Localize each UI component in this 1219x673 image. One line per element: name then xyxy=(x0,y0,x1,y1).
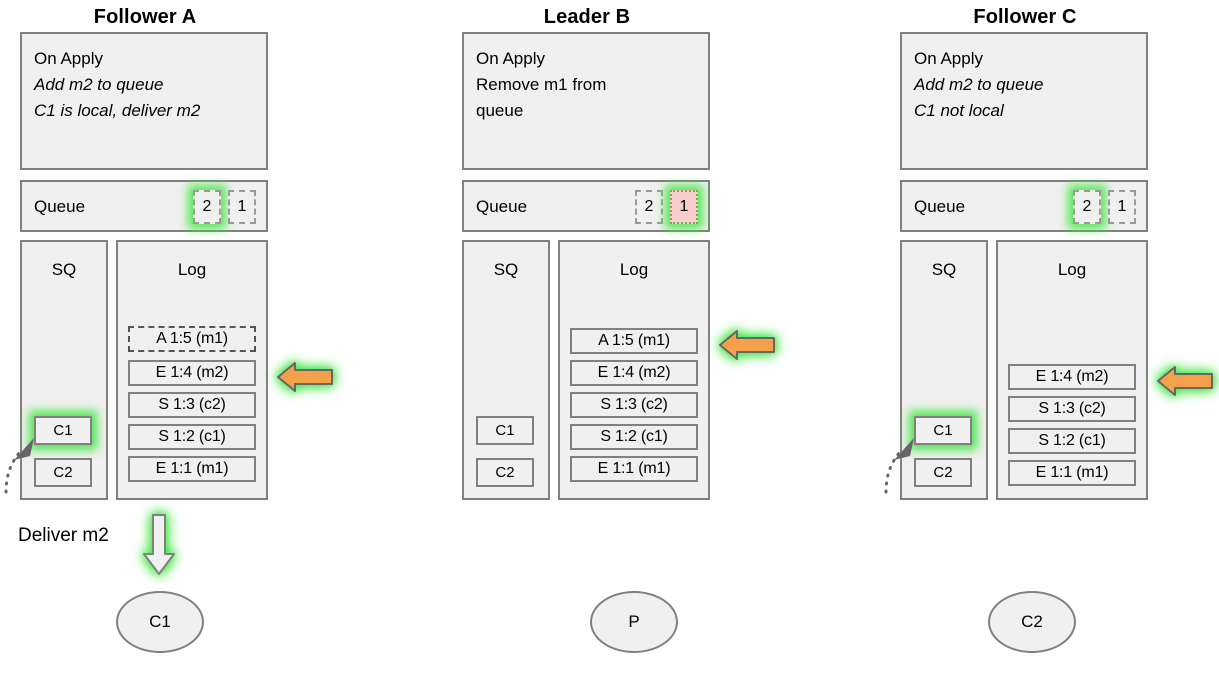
apply-pointer-arrow-icon xyxy=(277,362,333,392)
log-entry[interactable]: S 1:3 (c2) xyxy=(128,392,256,418)
on-apply-panel: On Apply Remove m1 from queue xyxy=(462,32,710,170)
queue-label: Queue xyxy=(476,197,528,216)
log-entry[interactable]: S 1:3 (c2) xyxy=(1008,396,1136,422)
on-apply-line: C1 is local, deliver m2 xyxy=(34,101,201,120)
queue-slot[interactable]: 2 xyxy=(193,190,221,224)
deliver-arrow-icon xyxy=(143,514,175,575)
sq-chip-c1[interactable]: C1 xyxy=(34,416,92,445)
sq-title: SQ xyxy=(51,260,77,279)
client-node[interactable]: P xyxy=(590,591,678,653)
queue-slots: 2 1 xyxy=(193,190,256,224)
queue-slots: 2 1 xyxy=(635,190,698,224)
on-apply-line: Add m2 to queue xyxy=(34,75,164,94)
sq-chip-c1[interactable]: C1 xyxy=(914,416,972,445)
column-follower-a: Follower A On Apply Add m2 to queue C1 i… xyxy=(0,0,333,673)
queue-panel: Queue 2 1 xyxy=(20,180,268,232)
queue-label: Queue xyxy=(34,197,86,216)
column-title: Leader B xyxy=(543,6,631,28)
sq-chip-c2[interactable]: C2 xyxy=(476,458,534,487)
log-entry[interactable]: S 1:2 (c1) xyxy=(1008,428,1136,454)
queue-slot[interactable]: 2 xyxy=(1073,190,1101,224)
queue-slot[interactable]: 1 xyxy=(228,190,256,224)
log-entry[interactable]: E 1:1 (m1) xyxy=(128,456,256,482)
on-apply-panel: On Apply Add m2 to queue C1 not local xyxy=(900,32,1148,170)
sq-chip-c2[interactable]: C2 xyxy=(914,458,972,487)
column-leader-b: Leader B On Apply Remove m1 from queue Q… xyxy=(442,0,775,673)
log-entry[interactable]: E 1:1 (m1) xyxy=(570,456,698,482)
on-apply-header: On Apply xyxy=(914,49,983,68)
log-entry[interactable]: S 1:2 (c1) xyxy=(570,424,698,450)
on-apply-line: Add m2 to queue xyxy=(914,75,1044,94)
log-entry[interactable]: A 1:5 (m1) xyxy=(128,326,256,352)
apply-pointer-arrow-icon xyxy=(1157,366,1213,396)
log-panel: Log A 1:5 (m1) E 1:4 (m2) S 1:3 (c2) S 1… xyxy=(116,240,268,500)
sq-chip-c2[interactable]: C2 xyxy=(34,458,92,487)
log-panel: Log A 1:5 (m1) E 1:4 (m2) S 1:3 (c2) S 1… xyxy=(558,240,710,500)
sq-panel: SQ C1 C2 xyxy=(462,240,550,500)
on-apply-line: queue xyxy=(476,101,524,120)
column-follower-c: Follower C On Apply Add m2 to queue C1 n… xyxy=(880,0,1213,673)
client-node[interactable]: C1 xyxy=(116,591,204,653)
queue-slot[interactable]: 2 xyxy=(635,190,663,224)
queue-slots: 2 1 xyxy=(1073,190,1136,224)
sq-panel: SQ C1 C2 xyxy=(900,240,988,500)
queue-slot[interactable]: 1 xyxy=(1108,190,1136,224)
log-title: Log xyxy=(177,260,207,279)
queue-panel: Queue 2 1 xyxy=(462,180,710,232)
log-title: Log xyxy=(619,260,649,279)
log-entry[interactable]: E 1:4 (m2) xyxy=(570,360,698,386)
on-apply-line: Remove m1 from xyxy=(476,75,607,94)
queue-panel: Queue 2 1 xyxy=(900,180,1148,232)
on-apply-line: C1 not local xyxy=(914,101,1004,120)
log-entry[interactable]: A 1:5 (m1) xyxy=(570,328,698,354)
log-entry[interactable]: S 1:2 (c1) xyxy=(128,424,256,450)
log-title: Log xyxy=(1057,260,1087,279)
log-panel: Log E 1:4 (m2) S 1:3 (c2) S 1:2 (c1) E 1… xyxy=(996,240,1148,500)
session-pointer-arrow-icon xyxy=(884,438,914,494)
sq-panel: SQ C1 C2 xyxy=(20,240,108,500)
log-entry[interactable]: S 1:3 (c2) xyxy=(570,392,698,418)
on-apply-panel: On Apply Add m2 to queue C1 is local, de… xyxy=(20,32,268,170)
column-title: Follower C xyxy=(973,6,1077,28)
log-entry[interactable]: E 1:4 (m2) xyxy=(128,360,256,386)
sq-title: SQ xyxy=(493,260,519,279)
queue-label: Queue xyxy=(914,197,966,216)
log-entry[interactable]: E 1:4 (m2) xyxy=(1008,364,1136,390)
column-title: Follower A xyxy=(93,6,197,28)
sq-title: SQ xyxy=(931,260,957,279)
sq-chip-c1[interactable]: C1 xyxy=(476,416,534,445)
log-entry[interactable]: E 1:1 (m1) xyxy=(1008,460,1136,486)
apply-pointer-arrow-icon xyxy=(719,330,775,360)
queue-slot[interactable]: 1 xyxy=(670,190,698,224)
client-node[interactable]: C2 xyxy=(988,591,1076,653)
on-apply-header: On Apply xyxy=(34,49,103,68)
session-pointer-arrow-icon xyxy=(4,438,34,494)
deliver-label: Deliver m2 xyxy=(18,525,109,546)
on-apply-header: On Apply xyxy=(476,49,545,68)
